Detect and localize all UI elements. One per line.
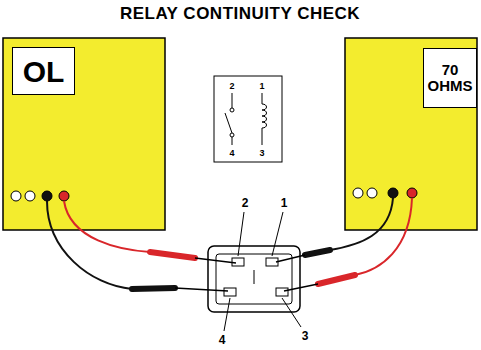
pin-number: 3 [259,149,264,158]
probe [132,288,175,289]
leader-line [282,298,301,327]
pin-number: 4 [229,149,234,158]
callout-number: 3 [302,330,309,342]
probe-tip [284,284,318,291]
meter-jack [25,191,35,201]
leader-line [224,298,230,331]
meter-jack [388,188,398,198]
leader-line [238,212,244,256]
callout-number: 2 [242,197,249,209]
meter-display: 70 OHMS [423,48,477,108]
meter-jack [367,188,377,198]
switch-wire [232,137,233,145]
meter-jack [59,191,69,201]
probe-tip [175,288,228,291]
callout-number: 4 [219,334,226,346]
schematic-frame [214,76,282,162]
probe [305,250,330,255]
display-reading: OL [23,55,65,88]
coil-wire [262,128,263,145]
probe [150,252,195,258]
switch-contact [230,133,234,137]
callout-number: 1 [281,197,288,209]
test-lead [330,198,393,250]
meter-body [3,38,165,230]
meter-jack [407,188,417,198]
test-lead [47,201,132,289]
switch-blade [225,113,232,133]
switch-wire [232,93,233,108]
meter-jack [353,188,363,198]
relay-pin [224,288,236,296]
coil-symbol [262,104,267,128]
relay-pin [276,288,288,296]
meter-jack [42,191,52,201]
switch-contact [230,108,234,112]
relay-connector [208,246,300,312]
display-reading: 70 OHMS [427,62,473,95]
pin-number: 1 [259,82,264,91]
test-lead [355,198,412,275]
pin-number: 2 [229,82,234,91]
title: RELAY CONTINUITY CHECK [120,4,360,24]
probe-tip [195,258,236,263]
probe-tip [276,255,305,262]
probe [318,275,355,284]
leader-line [272,212,283,256]
connector-detail [254,270,255,284]
meter-display: OL [12,47,75,95]
meter-jack [11,191,21,201]
test-lead [64,201,150,252]
coil-wire [262,93,263,104]
